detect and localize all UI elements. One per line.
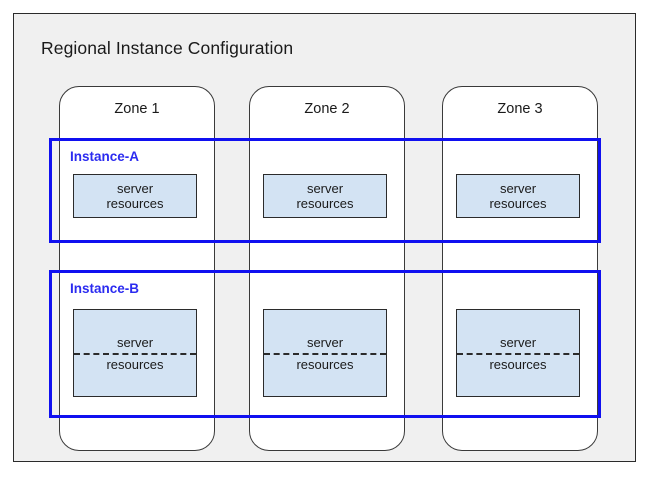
- server-box-line-bottom: resources: [296, 196, 354, 211]
- dashed-divider: [264, 352, 386, 355]
- server-box-line-bottom: resources: [296, 356, 354, 372]
- server-resources-box[interactable]: server resources: [73, 309, 197, 397]
- server-box-line-top: server: [116, 181, 154, 196]
- server-box-line-top: server: [116, 334, 154, 350]
- server-box-line-top: server: [499, 334, 537, 350]
- server-box-line-top: server: [306, 334, 344, 350]
- server-box-line-bottom: resources: [106, 356, 164, 372]
- server-resources-box[interactable]: server resources: [73, 174, 197, 218]
- server-box-line-bottom: resources: [489, 196, 547, 211]
- instance-label-b: Instance-B: [70, 281, 140, 296]
- server-box-line-bottom: resources: [489, 356, 547, 372]
- page-title: Regional Instance Configuration: [41, 38, 294, 58]
- instance-label-a: Instance-A: [70, 149, 140, 164]
- zone-label-3: Zone 3: [497, 101, 543, 117]
- server-resources-box[interactable]: server resources: [263, 174, 387, 218]
- server-box-line-top: server: [306, 181, 344, 196]
- server-resources-box[interactable]: server resources: [456, 174, 580, 218]
- region-panel: Regional Instance Configuration Zone 1 Z…: [13, 13, 636, 462]
- server-resources-box[interactable]: server resources: [263, 309, 387, 397]
- zone-label-1: Zone 1: [114, 101, 160, 117]
- server-box-line-top: server: [499, 181, 537, 196]
- instance-band-a[interactable]: Instance-A: [49, 138, 601, 243]
- dashed-divider: [457, 352, 579, 355]
- server-resources-box[interactable]: server resources: [456, 309, 580, 397]
- zone-label-2: Zone 2: [304, 101, 350, 117]
- dashed-divider: [74, 352, 196, 355]
- server-box-line-bottom: resources: [106, 196, 164, 211]
- instance-band-b[interactable]: Instance-B: [49, 270, 601, 418]
